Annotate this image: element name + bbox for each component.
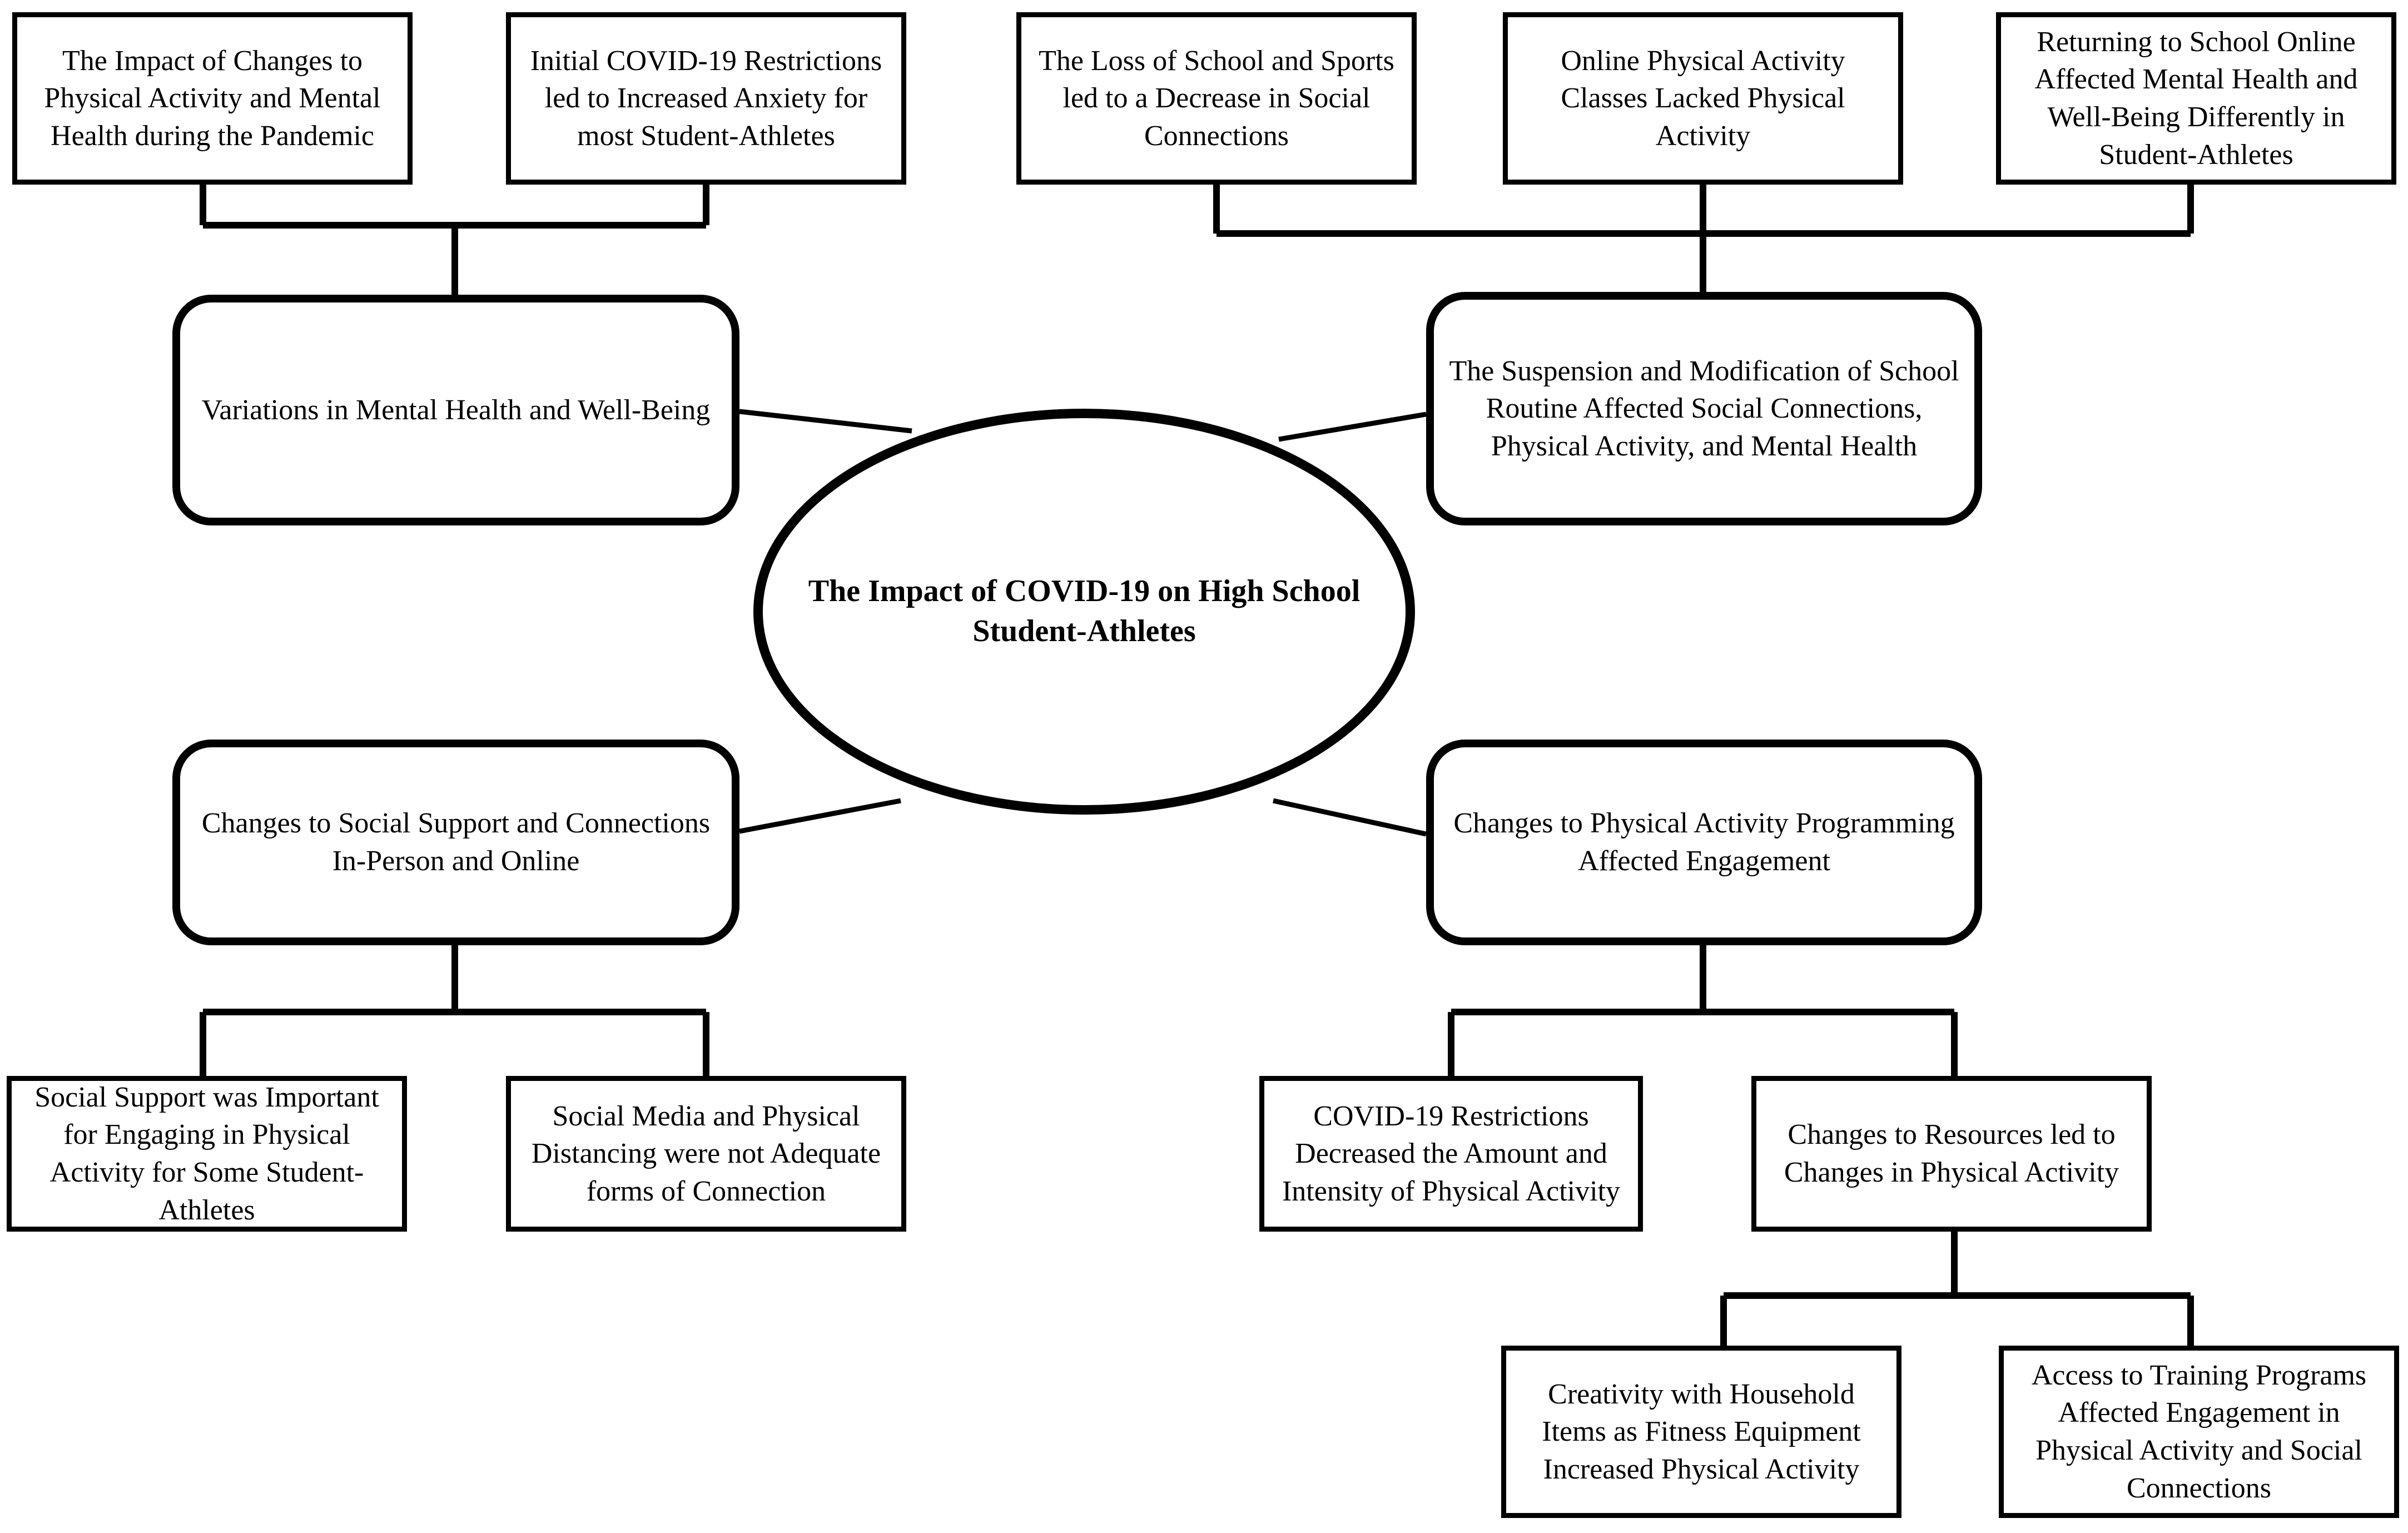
theme-box-mental-health[interactable]: Variations in Mental Health and Well-Bei… [172, 295, 739, 525]
subtheme-box-initial-restrictions[interactable]: Initial COVID-19 Restrictions led to Inc… [506, 12, 906, 185]
subtheme-box-access-training[interactable]: Access to Training Programs Affected Eng… [1999, 1346, 2399, 1518]
subtheme-label: Online Physical Activity Classes Lacked … [1561, 44, 1845, 152]
subtheme-label: COVID-19 Restrictions Decreased the Amou… [1282, 1100, 1621, 1207]
subtheme-box-returning-online[interactable]: Returning to School Online Affected Ment… [1996, 12, 2396, 185]
subtheme-label: Social Media and Physical Distancing wer… [531, 1100, 881, 1207]
subtheme-label: The Loss of School and Sports led to a D… [1039, 44, 1394, 152]
theme-label: Changes to Social Support and Connection… [201, 807, 711, 877]
subtheme-label: Creativity with Household Items as Fitne… [1542, 1378, 1861, 1485]
theme-box-pa-programming[interactable]: Changes to Physical Activity Programming… [1426, 740, 1982, 945]
theme-label: Changes to Physical Activity Programming… [1453, 807, 1955, 877]
subtheme-box-social-media[interactable]: Social Media and Physical Distancing wer… [506, 1076, 906, 1232]
subtheme-box-restrictions-decreased[interactable]: COVID-19 Restrictions Decreased the Amou… [1259, 1076, 1643, 1232]
subtheme-box-changes-resources[interactable]: Changes to Resources led to Changes in P… [1751, 1076, 2152, 1232]
subtheme-label: Returning to School Online Affected Ment… [2034, 26, 2358, 171]
theme-label: The Suspension and Modification of Schoo… [1449, 355, 1959, 462]
theme-box-school-routine[interactable]: The Suspension and Modification of Schoo… [1426, 292, 1982, 525]
central-topic-label: The Impact of COVID-19 on High School St… [808, 574, 1361, 648]
central-topic-ellipse[interactable]: The Impact of COVID-19 on High School St… [753, 409, 1415, 815]
subtheme-box-creativity-household[interactable]: Creativity with Household Items as Fitne… [1501, 1346, 1901, 1518]
subtheme-box-online-pa-classes[interactable]: Online Physical Activity Classes Lacked … [1503, 12, 1903, 185]
subtheme-box-impact-changes[interactable]: The Impact of Changes to Physical Activi… [12, 12, 413, 185]
subtheme-label: Access to Training Programs Affected Eng… [2031, 1359, 2367, 1504]
subtheme-label: Changes to Resources led to Changes in P… [1784, 1119, 2119, 1188]
subtheme-box-loss-school-sports[interactable]: The Loss of School and Sports led to a D… [1016, 12, 1417, 185]
theme-box-social-support[interactable]: Changes to Social Support and Connection… [172, 740, 739, 945]
subtheme-label: The Impact of Changes to Physical Activi… [44, 44, 381, 152]
subtheme-label: Social Support was Important for Engagin… [34, 1081, 379, 1226]
theme-label: Variations in Mental Health and Well-Bei… [201, 394, 711, 426]
subtheme-box-social-support-important[interactable]: Social Support was Important for Engagin… [7, 1076, 407, 1232]
subtheme-label: Initial COVID-19 Restrictions led to Inc… [530, 44, 882, 152]
